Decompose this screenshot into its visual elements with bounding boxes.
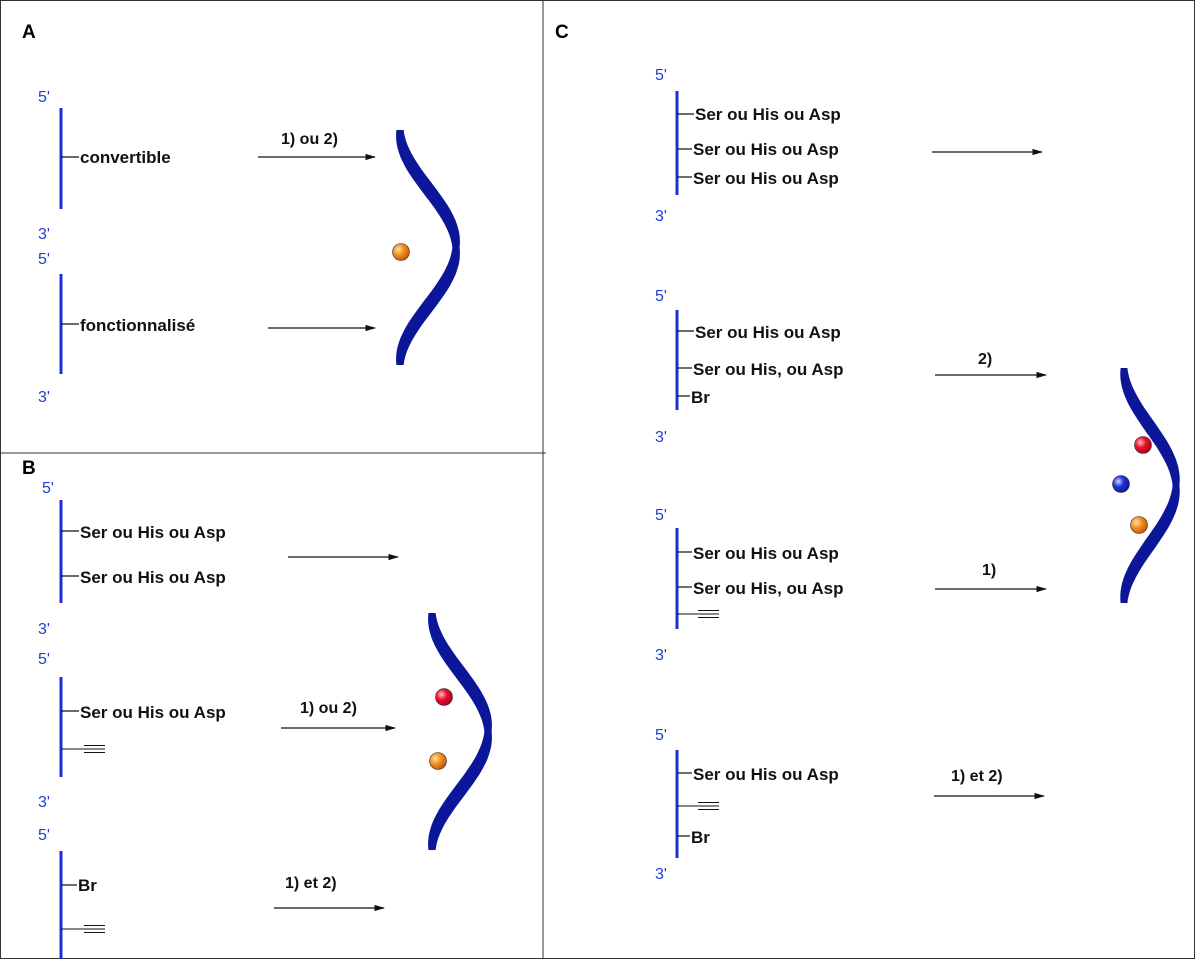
three-prime-label: 3' (38, 621, 50, 638)
substituent-label: Ser ou His ou Asp (693, 140, 839, 159)
substituent-label: Ser ou His ou Asp (80, 523, 226, 542)
arrow-label: 1) ou 2) (281, 131, 338, 148)
three-prime-label: 3' (655, 208, 667, 225)
three-prime-label: 3' (38, 794, 50, 811)
dna-helix-a (396, 130, 460, 365)
five-prime-label: 5' (38, 251, 50, 268)
strand-a1: 5' 3' convertible (38, 89, 171, 243)
substituent-label: Ser ou His ou Asp (693, 765, 839, 784)
reaction-arrow-b2: 1) ou 2) (281, 700, 397, 732)
five-prime-label: 5' (38, 89, 50, 106)
alkyne-icon (677, 609, 719, 619)
substituent-label: Ser ou His ou Asp (80, 703, 226, 722)
five-prime-label: 5' (42, 480, 54, 497)
five-prime-label: 5' (38, 651, 50, 668)
dna-helix-c (1120, 368, 1180, 603)
reaction-arrow-c4: 1) et 2) (934, 768, 1046, 800)
three-prime-label: 3' (655, 429, 667, 446)
substituent-label: convertible (80, 148, 171, 167)
arrow-label: 1) ou 2) (300, 700, 357, 717)
reaction-arrow-c3: 1) (935, 562, 1048, 593)
five-prime-label: 5' (655, 288, 667, 305)
substituent-label: Ser ou His ou Asp (695, 105, 841, 124)
reaction-arrow-c2: 2) (935, 351, 1048, 379)
substituent-label: Br (691, 388, 710, 407)
panel-c: 5' 3' Ser ou His ou Asp Ser ou His ou As… (655, 67, 1048, 883)
reaction-arrow-b3: 1) et 2) (274, 875, 386, 912)
five-prime-label: 5' (655, 727, 667, 744)
orange-bead-icon (392, 243, 410, 261)
orange-bead-icon (429, 752, 447, 770)
strand-b3: 5' Br (38, 827, 105, 959)
reaction-arrow-a1: 1) ou 2) (258, 131, 377, 161)
substituent-label: Ser ou His ou Asp (693, 169, 839, 188)
arrow-label: 1) et 2) (285, 875, 337, 892)
strand-c4: 5' 3' Ser ou His ou Asp Br (655, 727, 839, 883)
strand-c3: 5' 3' Ser ou His ou Asp Ser ou His, ou A… (655, 507, 844, 664)
five-prime-label: 5' (655, 67, 667, 84)
alkyne-icon (677, 801, 719, 811)
blue-bead-icon (1112, 475, 1130, 493)
panel-label-b: B (22, 458, 36, 479)
arrow-label: 2) (978, 351, 992, 368)
five-prime-label: 5' (38, 827, 50, 844)
five-prime-label: 5' (655, 507, 667, 524)
substituent-label: Ser ou His ou Asp (80, 568, 226, 587)
alkyne-icon (61, 924, 105, 934)
red-bead-icon (1134, 436, 1152, 454)
substituent-label: Br (691, 828, 710, 847)
substituent-label: Ser ou His ou Asp (695, 323, 841, 342)
strand-c2: 5' 3' Ser ou His ou Asp Ser ou His, ou A… (655, 288, 844, 446)
strand-c1: 5' 3' Ser ou His ou Asp Ser ou His ou As… (655, 67, 841, 225)
panel-b: 5' 3' Ser ou His ou Asp Ser ou His ou As… (38, 480, 400, 959)
dna-helix-b (428, 613, 492, 850)
substituent-label: Br (78, 876, 97, 895)
strand-b2: 5' 3' Ser ou His ou Asp (38, 651, 226, 811)
substituent-label: Ser ou His ou Asp (693, 544, 839, 563)
three-prime-label: 3' (655, 647, 667, 664)
orange-bead-icon (1130, 516, 1148, 534)
arrow-label: 1) et 2) (951, 768, 1003, 785)
red-bead-icon (435, 688, 453, 706)
helix-layer (392, 130, 1180, 850)
substituent-label: fonctionnalisé (80, 316, 195, 335)
strand-a2: 5' 3' fonctionnalisé (38, 251, 195, 406)
panel-a: 5' 3' convertible 5' 3' fonctionnalisé 1… (38, 89, 534, 406)
three-prime-label: 3' (655, 866, 667, 883)
helix-a (340, 130, 534, 360)
substituent-label: Ser ou His, ou Asp (693, 360, 844, 379)
substituent-label: Ser ou His, ou Asp (693, 579, 844, 598)
panel-label-c: C (555, 22, 569, 43)
arrow-label: 1) (982, 562, 996, 579)
three-prime-label: 3' (38, 226, 50, 243)
alkyne-icon (61, 744, 105, 754)
strand-b1: 5' 3' Ser ou His ou Asp Ser ou His ou As… (38, 480, 226, 638)
panel-label-a: A (22, 22, 36, 43)
three-prime-label: 3' (38, 389, 50, 406)
